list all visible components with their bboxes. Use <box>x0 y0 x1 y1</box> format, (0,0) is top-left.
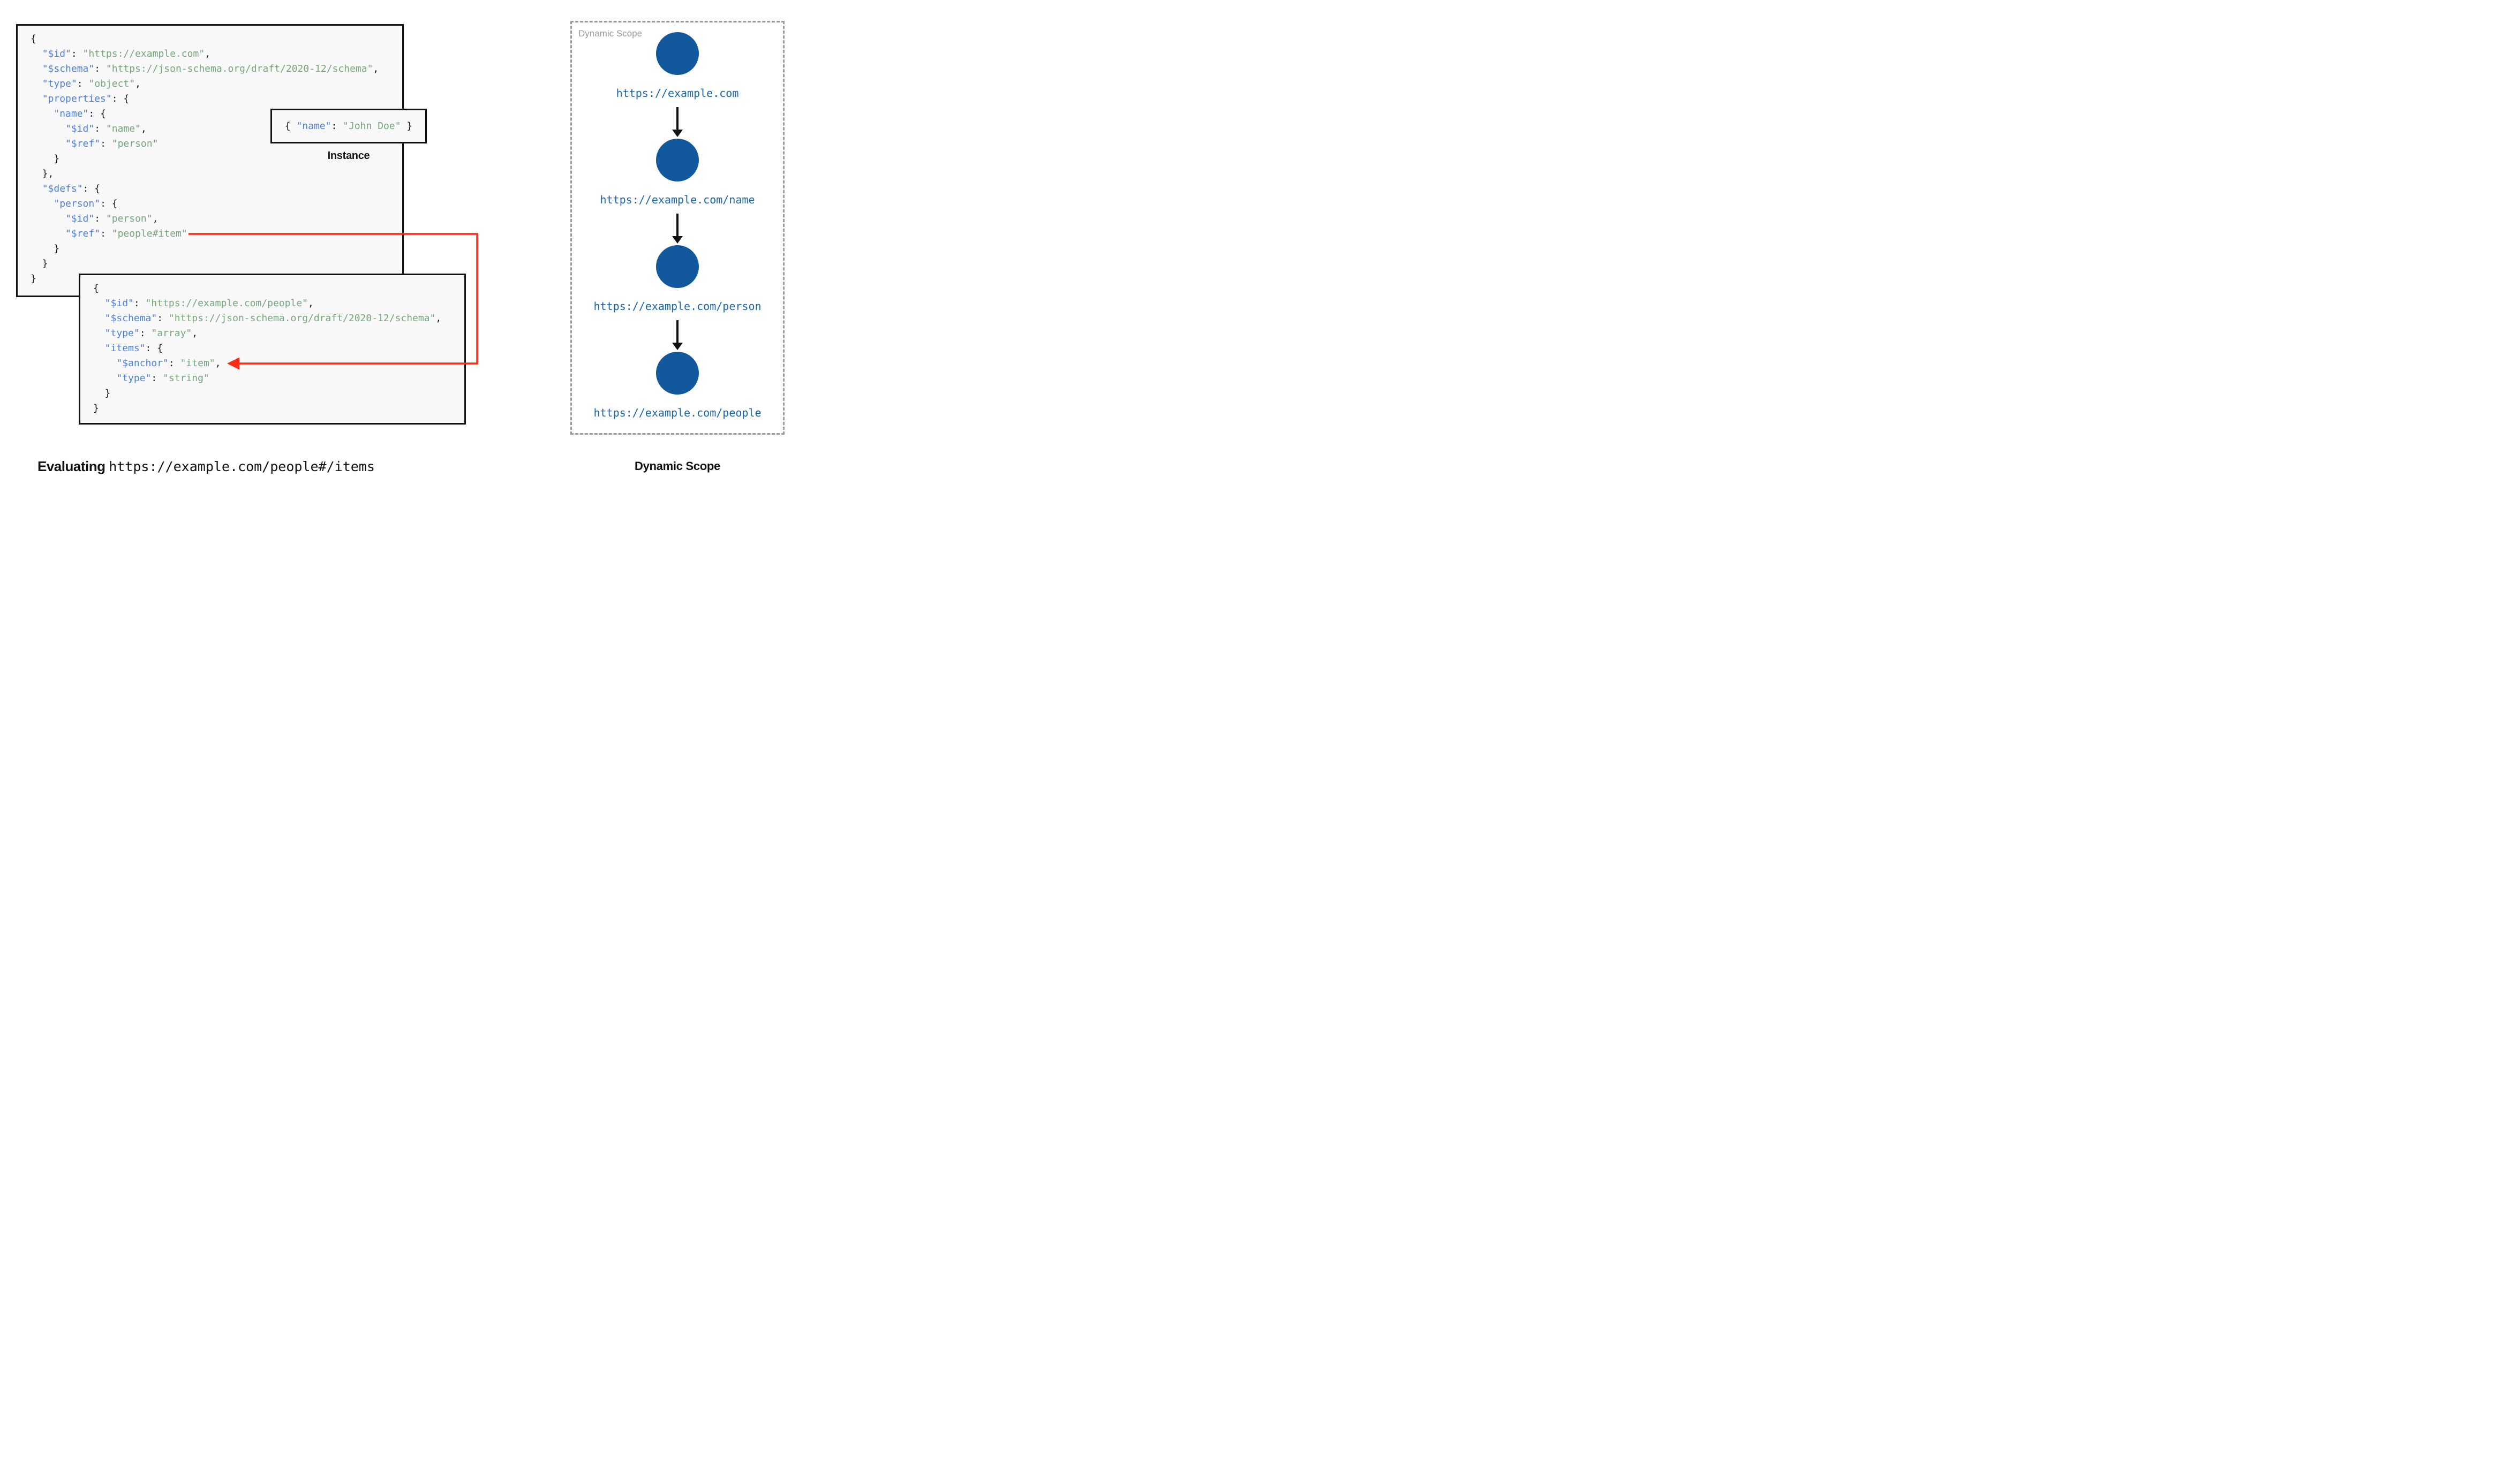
scope-node: https://example.com/person <box>572 245 783 352</box>
evaluating-caption-prefix: Evaluating <box>37 458 109 474</box>
evaluating-caption-uri: https://example.com/people#/items <box>109 459 375 474</box>
scope-node-uri: https://example.com/person <box>593 300 762 313</box>
instance-code-box: { "name": "John Doe" } <box>270 109 427 143</box>
people-schema-code-box: { "$id": "https://example.com/people", "… <box>79 274 466 425</box>
scope-node-uri: https://example.com/people <box>593 406 762 419</box>
evaluating-caption: Evaluating https://example.com/people#/i… <box>37 458 375 475</box>
scope-node-circle-icon <box>656 32 699 75</box>
scope-node-uri: https://example.com <box>616 87 739 100</box>
dynamic-scope-panel-label: Dynamic Scope <box>578 28 643 39</box>
dynamic-scope-caption: Dynamic Scope <box>635 459 720 473</box>
dynamic-scope-panel: Dynamic Scope https://example.com https:… <box>570 21 785 435</box>
diagram-canvas: { "$id": "https://example.com", "$schema… <box>0 0 825 486</box>
scope-node-circle-icon <box>656 245 699 288</box>
scope-node: https://example.com/name <box>572 139 783 245</box>
scope-node-uri: https://example.com/name <box>600 193 755 206</box>
scope-node-circle-icon <box>656 352 699 395</box>
instance-label: Instance <box>327 150 370 162</box>
scope-node: https://example.com/people <box>572 352 783 458</box>
scope-node: https://example.com <box>572 32 783 139</box>
scope-node-circle-icon <box>656 139 699 181</box>
